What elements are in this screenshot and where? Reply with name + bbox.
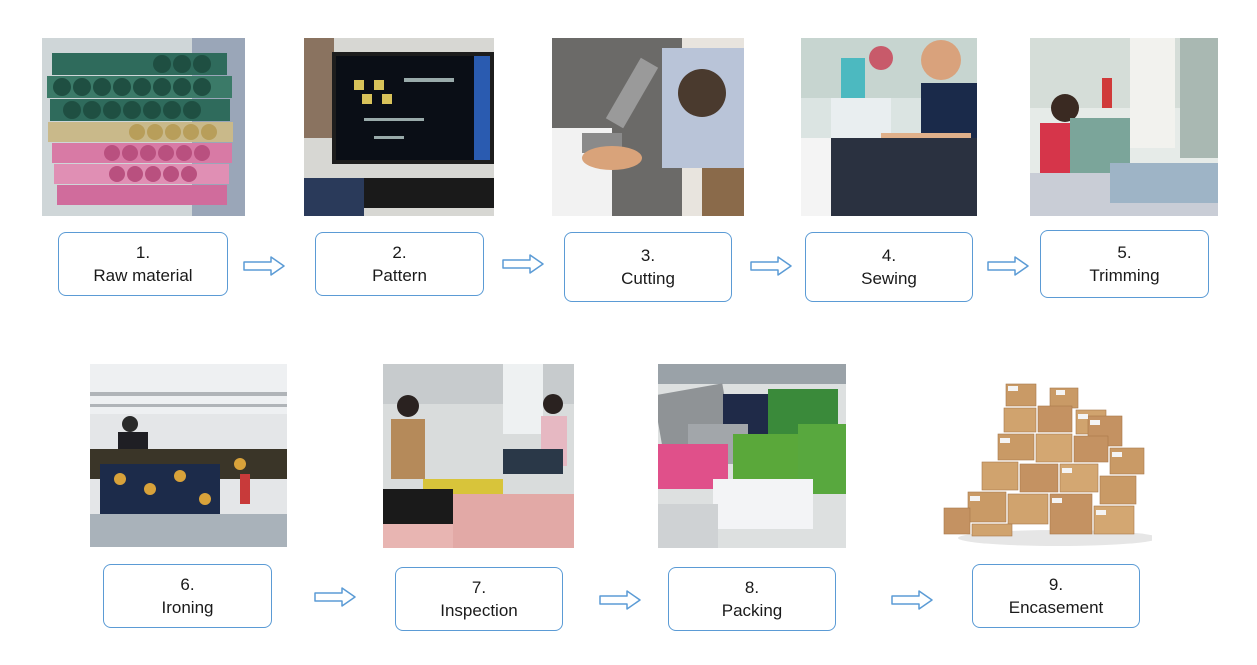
step-6-number: 6. <box>180 575 195 594</box>
step-4-box: 4. Sewing <box>805 232 973 302</box>
arrow-right-icon <box>243 256 285 276</box>
step-2-number: 2. <box>392 243 407 262</box>
inspection-table-photo <box>383 364 574 548</box>
step-1-number: 1. <box>135 243 151 262</box>
step-7-label: Inspection <box>440 601 518 620</box>
packed-garments-photo <box>658 364 846 548</box>
step-5-label: Trimming <box>1089 266 1160 285</box>
fabric-rolls-photo <box>42 38 245 216</box>
step-1-box: 1. Raw material <box>58 232 228 296</box>
step-3-number: 3. <box>640 246 656 265</box>
step-2-box: 2. Pattern <box>315 232 484 296</box>
step-5-box: 5. Trimming <box>1040 230 1209 298</box>
step-3-label: Cutting <box>621 269 675 288</box>
arrow-right-icon <box>599 590 641 610</box>
cardboard-boxes-illustration <box>938 378 1152 548</box>
step-9-box: 9. Encasement <box>972 564 1140 628</box>
step-1-label: Raw material <box>93 266 193 285</box>
arrow-right-icon <box>891 590 933 610</box>
step-6-box: 6. Ironing <box>103 564 272 628</box>
step-3-box: 3. Cutting <box>564 232 732 302</box>
ironing-room-photo <box>90 364 287 547</box>
pattern-computer-photo <box>304 38 494 216</box>
step-5-number: 5. <box>1117 243 1132 262</box>
step-7-box: 7. Inspection <box>395 567 563 631</box>
fabric-cutting-photo <box>552 38 744 216</box>
arrow-right-icon <box>314 587 356 607</box>
step-9-label: Encasement <box>1008 598 1104 617</box>
arrow-right-icon <box>502 254 544 274</box>
trimming-worker-photo <box>1030 38 1218 216</box>
step-4-number: 4. <box>881 246 897 265</box>
step-4-label: Sewing <box>861 269 917 288</box>
step-8-number: 8. <box>744 578 760 597</box>
step-2-label: Pattern <box>372 266 427 285</box>
step-7-number: 7. <box>471 578 487 597</box>
arrow-right-icon <box>750 256 792 276</box>
arrow-right-icon <box>987 256 1029 276</box>
step-9-number: 9. <box>1048 575 1064 594</box>
step-6-label: Ironing <box>161 598 214 617</box>
step-8-box: 8. Packing <box>668 567 836 631</box>
sewing-machine-photo <box>801 38 977 216</box>
step-8-label: Packing <box>721 601 783 620</box>
